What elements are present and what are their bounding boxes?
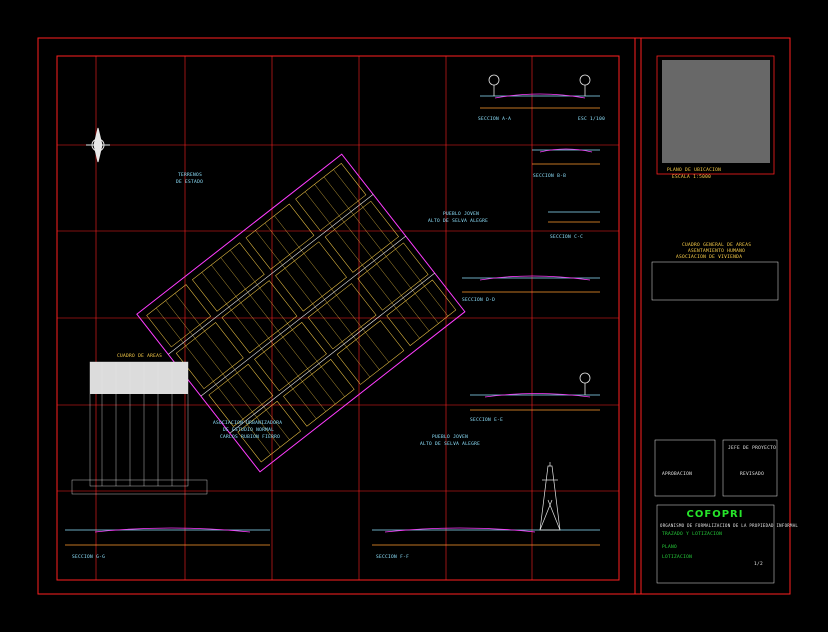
section-g-label: SECCION G-G xyxy=(72,555,106,560)
section-e xyxy=(470,372,600,411)
project-1: TRAZADO Y LOTIZACION xyxy=(662,532,723,537)
north-arrow-icon xyxy=(86,127,110,163)
location-map-title: PLANO DE UBICACION xyxy=(667,168,722,173)
section-f-label: SECCION F-F xyxy=(376,555,410,560)
section-a xyxy=(480,74,600,109)
outer-frame xyxy=(37,37,791,595)
section-a-scale: ESC 1/100 xyxy=(578,117,606,122)
label-pueblo-bot-2: ALTO DE SELVA ALEGRE xyxy=(420,442,481,447)
lot-lines xyxy=(155,169,449,455)
section-g xyxy=(65,527,270,546)
section-e-label: SECCION E-E xyxy=(470,418,504,423)
transmission-tower-icon xyxy=(539,462,561,531)
label-pueblo-bot-1: PUEBLO JOVEN xyxy=(432,435,469,440)
project-3: LOTIZACION xyxy=(662,555,693,560)
cuadro-general-3: ASOCIACION DE VIVIENDA xyxy=(676,255,743,260)
block-grid xyxy=(146,163,457,463)
section-profiles xyxy=(65,74,600,546)
label-terrenos-sub: DE ESTADO xyxy=(176,180,204,185)
cuadro-general-2: ASENTAMIENTO HUMANO xyxy=(688,249,746,254)
title-block-panel xyxy=(651,55,779,584)
section-d-label: SECCION D-D xyxy=(462,298,496,303)
project-2: PLANO xyxy=(662,545,678,550)
section-c xyxy=(548,211,600,223)
label-asociacion-1: ASOCIACION URBANIZADORA xyxy=(213,421,283,426)
areas-table xyxy=(71,361,208,495)
location-map-scale: ESCALA 1:5000 xyxy=(672,175,712,180)
section-b xyxy=(532,148,600,165)
org-name: ORGANISMO DE FORMALIZACION DE LA PROPIED… xyxy=(660,523,799,528)
approval-3: JEFE DE PROYECTO xyxy=(728,446,777,451)
sheet-number: 1/2 xyxy=(754,562,764,567)
section-a-label: SECCION A-A xyxy=(478,117,512,122)
table-title: CUADRO DE AREAS xyxy=(117,354,163,359)
coordinate-grid xyxy=(57,56,619,580)
cofopri-logo: COFOPRI xyxy=(686,509,744,520)
label-pueblo-top-2: ALTO DE SELVA ALEGRE xyxy=(428,219,489,224)
section-b-label: SECCION B-B xyxy=(533,174,567,179)
label-terrenos-title: TERRENOS xyxy=(178,173,203,178)
approval-1: APROBACION xyxy=(662,472,693,477)
cuadro-general-1: CUADRO GENERAL DE AREAS xyxy=(682,243,752,248)
approval-2: REVISADO xyxy=(740,472,765,477)
section-d xyxy=(462,275,600,293)
section-c-label: SECCION C-C xyxy=(550,235,584,240)
label-asociacion-2: DE ESTUDIO NORMAL xyxy=(223,428,275,433)
label-asociacion-3: CARLOS RUBION FIERRO xyxy=(220,435,281,440)
lotization-plan xyxy=(136,153,466,473)
section-f xyxy=(372,527,600,546)
location-map-frame xyxy=(656,55,775,175)
label-pueblo-top-1: PUEBLO JOVEN xyxy=(443,212,480,217)
